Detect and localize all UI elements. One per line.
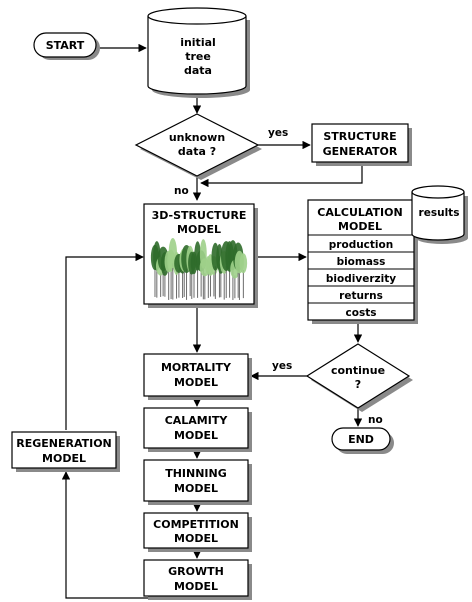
unknown-data-line-2: data ? [178,145,216,158]
end-label: END [348,433,374,446]
edge-generator-merge [200,162,363,188]
unknown-data-decision: unknown data ? [134,113,262,180]
edge-label-unknown-no: no [174,185,189,197]
calc-row-costs: costs [346,307,377,319]
thinning-line-1: THINNING [165,467,227,480]
results-cylinder: results [411,185,468,244]
initial-data-line-3: data [184,64,212,77]
growth-model-box: GROWTH MODEL [143,559,252,600]
growth-line-1: GROWTH [168,565,224,578]
calc-row-production: production [329,239,393,251]
tree-crown [239,253,248,274]
growth-line-2: MODEL [174,580,218,593]
calc-row-biodiverzity: biodiverzity [326,273,396,285]
calc-row-returns: returns [339,290,383,302]
calc-row-biomass: biomass [337,256,386,268]
mortality-line-1: MORTALITY [161,361,232,374]
calculation-model-line-1: CALCULATION [317,206,402,219]
thinning-line-2: MODEL [174,482,218,495]
edge-regeneration-to-structure [65,252,144,430]
competition-line-2: MODEL [174,532,218,545]
forest-illustration [150,238,248,300]
regeneration-line-2: MODEL [42,452,86,465]
structure-generator-line-1: STRUCTURE [323,130,396,143]
structure-model-line-1: 3D-STRUCTURE [152,209,247,222]
continue-decision: continue ? [305,343,413,412]
initial-data-line-2: tree [185,50,211,63]
mortality-model-box: MORTALITY MODEL [143,353,252,400]
results-label: results [419,207,460,219]
thinning-model-box: THINNING MODEL [143,459,252,505]
edge-label-continue-no: no [368,414,383,426]
mortality-line-2: MODEL [174,376,218,389]
continue-line-1: continue [331,364,385,377]
continue-line-2: ? [355,378,361,391]
competition-line-1: COMPETITION [153,518,239,531]
calamity-model-box: CALAMITY MODEL [143,407,252,452]
initial-data-cylinder: initial tree data [147,7,250,98]
start-node: START [33,32,100,60]
regeneration-line-1: REGENERATION [16,437,112,450]
edge-label-unknown-yes: yes [268,127,288,139]
calculation-model-box: CALCULATION MODEL production biomass bio… [307,199,418,324]
edge-label-continue-yes: yes [272,360,292,372]
initial-data-line-1: initial [180,36,216,49]
calculation-model-line-2: MODEL [338,220,382,233]
structure-model-box: 3D-STRUCTURE MODEL [143,203,258,308]
structure-generator-box: STRUCTURE GENERATOR [311,123,412,166]
regeneration-model-box: REGENERATION MODEL [11,431,120,472]
structure-model-line-2: MODEL [177,223,221,236]
unknown-data-line-1: unknown [169,131,225,144]
competition-model-box: COMPETITION MODEL [143,512,252,552]
start-label: START [46,39,85,52]
calamity-line-2: MODEL [174,429,218,442]
structure-generator-line-2: GENERATOR [323,145,398,158]
calamity-line-1: CALAMITY [165,414,229,427]
end-node: END [331,427,394,454]
